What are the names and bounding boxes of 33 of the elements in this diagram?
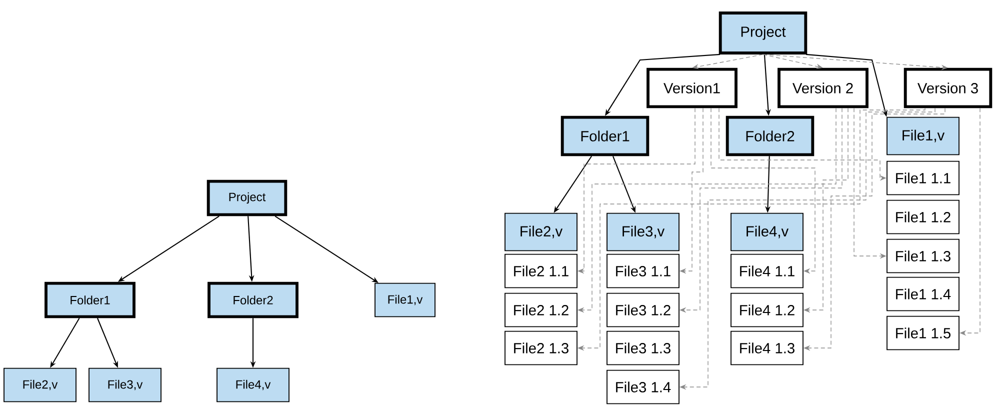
version-box: Version 2 [778,68,868,108]
file-box: File3,v [606,212,680,252]
file-box: File4,v [730,212,804,252]
revision-box: File2 1.3 [504,330,578,366]
revision-box: File3 1.1 [606,254,680,288]
revision-box: File3 1.2 [606,292,680,328]
folder-box: Folder1 [44,282,136,318]
revision-box: File1 1.4 [886,276,960,312]
revision-box: File3 1.4 [606,370,680,404]
file-box: File1,v [886,116,960,156]
revision-box: File4 1.1 [730,254,804,288]
file-box: File2,v [4,368,76,402]
revision-box: File1 1.3 [886,238,960,274]
revision-box: File3 1.3 [606,330,680,366]
revision-box: File4 1.3 [730,330,804,366]
folder-box: Folder2 [208,282,298,318]
revision-box: File1 1.2 [886,200,960,234]
revision-box: File2 1.1 [504,254,578,288]
file-box: File1,v [374,282,436,318]
version-box: Version 3 [904,68,992,108]
folder-box: Folder1 [560,116,650,156]
revision-box: File4 1.2 [730,292,804,328]
file-box: File3,v [88,368,162,402]
revision-box: File1 1.5 [886,316,960,350]
file-box: File2,v [504,212,578,252]
folder-box: Project [206,180,288,216]
folder-box: Folder2 [726,116,814,156]
file-box: File4,v [216,368,290,402]
dashed-arrow [710,108,816,274]
revision-box: File2 1.2 [504,292,578,328]
folder-box: Project [718,12,808,54]
revision-box: File1 1.1 [886,160,960,196]
version-box: Version1 [646,68,738,108]
